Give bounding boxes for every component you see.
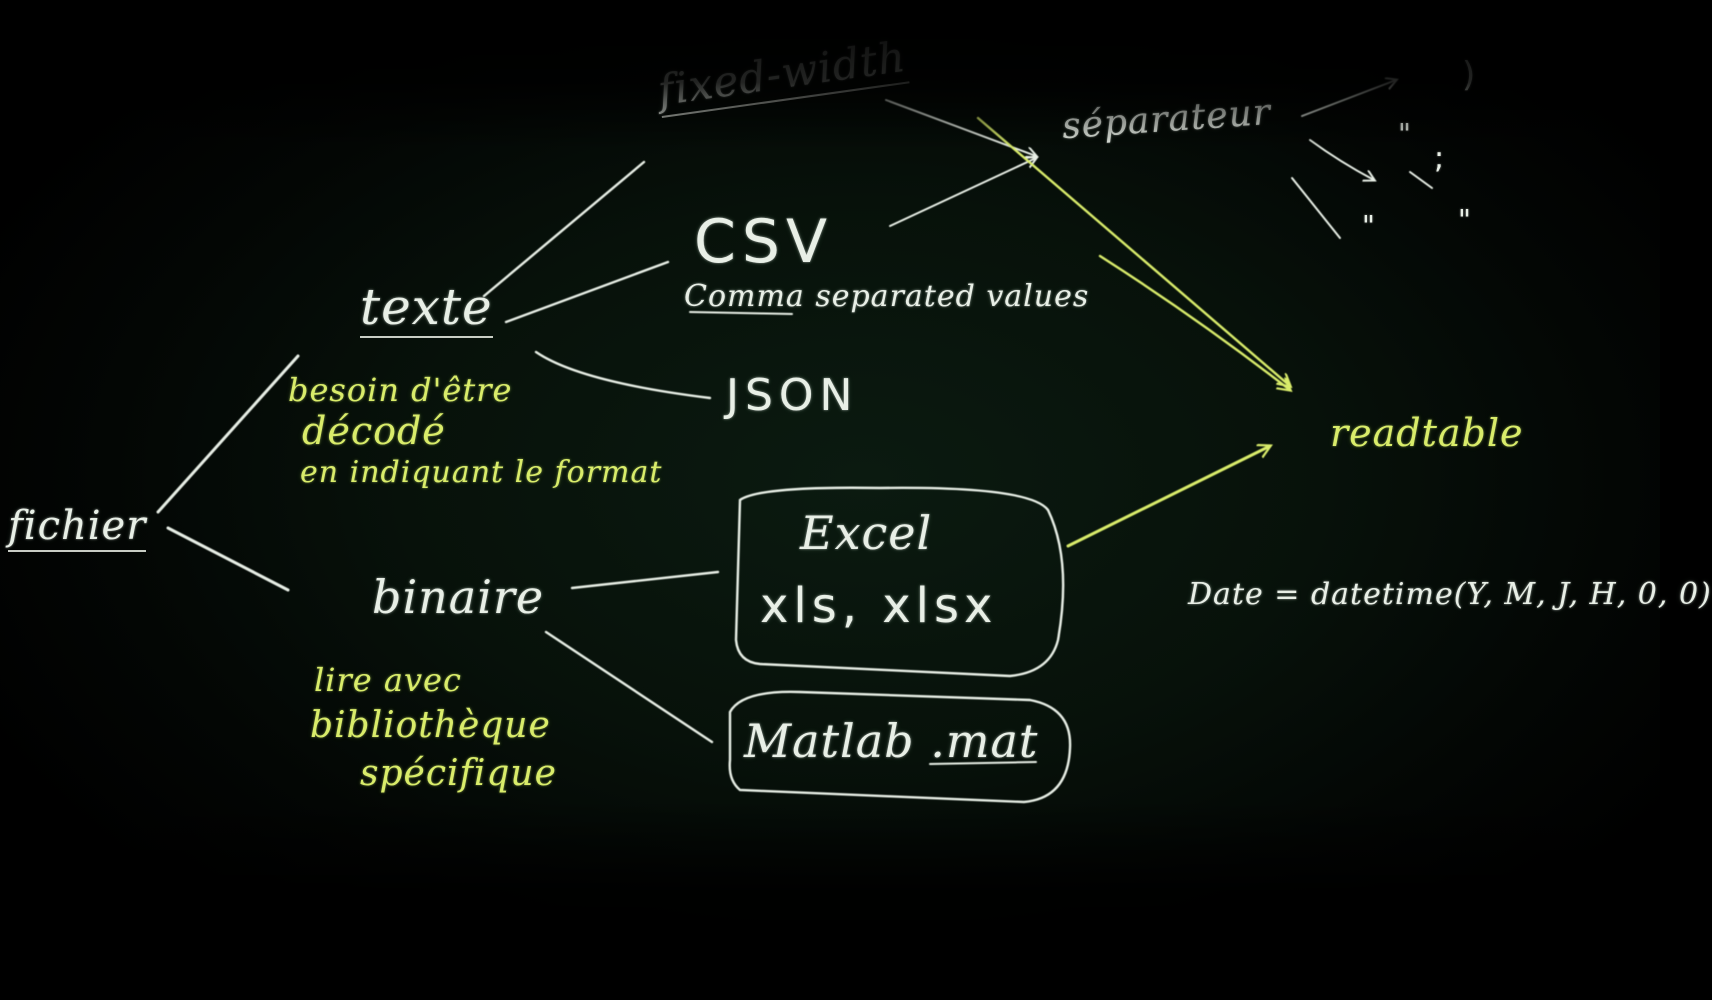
separator-example: ; bbox=[1434, 141, 1445, 176]
node-csv-full: Comma separated values bbox=[684, 279, 1090, 314]
edge-binaire-matlab bbox=[544, 630, 714, 744]
edge-sep-ex3 bbox=[1291, 177, 1341, 239]
node-binaire: binaire bbox=[372, 570, 545, 624]
annotation-texte-line: besoin d'être bbox=[288, 371, 513, 409]
node-csv: CSV bbox=[694, 207, 834, 277]
annotation-texte-line: en indiquant le format bbox=[300, 455, 663, 490]
edge-texte-csv bbox=[504, 260, 670, 324]
diagram-connectors bbox=[156, 0, 1433, 804]
node-readtable: readtable bbox=[1330, 411, 1524, 455]
edge-fichier-texte bbox=[156, 354, 300, 514]
edge-sep-ex4 bbox=[1409, 171, 1433, 189]
edge-texte-fixed bbox=[482, 160, 646, 298]
annotation-binaire-line: bibliothèque bbox=[310, 705, 551, 746]
edge-sep-ex2 bbox=[1309, 139, 1374, 180]
node-texte: texte bbox=[360, 278, 493, 338]
node-excel: Excel bbox=[800, 506, 933, 560]
annotation-binaire-line: lire avec bbox=[314, 661, 462, 699]
edge-csv-readtable bbox=[1098, 254, 1290, 390]
node-matlab: Matlab .mat bbox=[744, 714, 1039, 768]
edge-texte-json bbox=[534, 350, 712, 400]
edge-sep-ex1 bbox=[1301, 80, 1396, 117]
matlab-box bbox=[728, 690, 1072, 804]
edge-excel-readtable bbox=[1066, 446, 1270, 548]
node-xls: xls, xlsx bbox=[760, 578, 998, 634]
node-fichier: fichier bbox=[8, 506, 147, 552]
underline-comma bbox=[689, 311, 793, 315]
node-json: JSON bbox=[726, 370, 859, 421]
edge-csv-separateur bbox=[889, 158, 1036, 227]
edge-binaire-excel bbox=[570, 570, 720, 590]
separator-example: " bbox=[1458, 203, 1471, 236]
separator-example: " bbox=[1398, 117, 1411, 150]
edge-fixed-readtable bbox=[976, 116, 1290, 386]
annotation-texte-line: décodé bbox=[302, 409, 446, 453]
separator-example: ) bbox=[1462, 55, 1476, 95]
edge-fichier-binaire bbox=[166, 526, 290, 592]
excel-box bbox=[734, 486, 1065, 678]
node-date-formula: Date = datetime(Y, M, J, H, 0, 0) bbox=[1188, 577, 1712, 612]
annotation-binaire-line: spécifique bbox=[360, 753, 557, 794]
underline-mat bbox=[929, 761, 1037, 765]
separator-example: " bbox=[1362, 209, 1375, 242]
